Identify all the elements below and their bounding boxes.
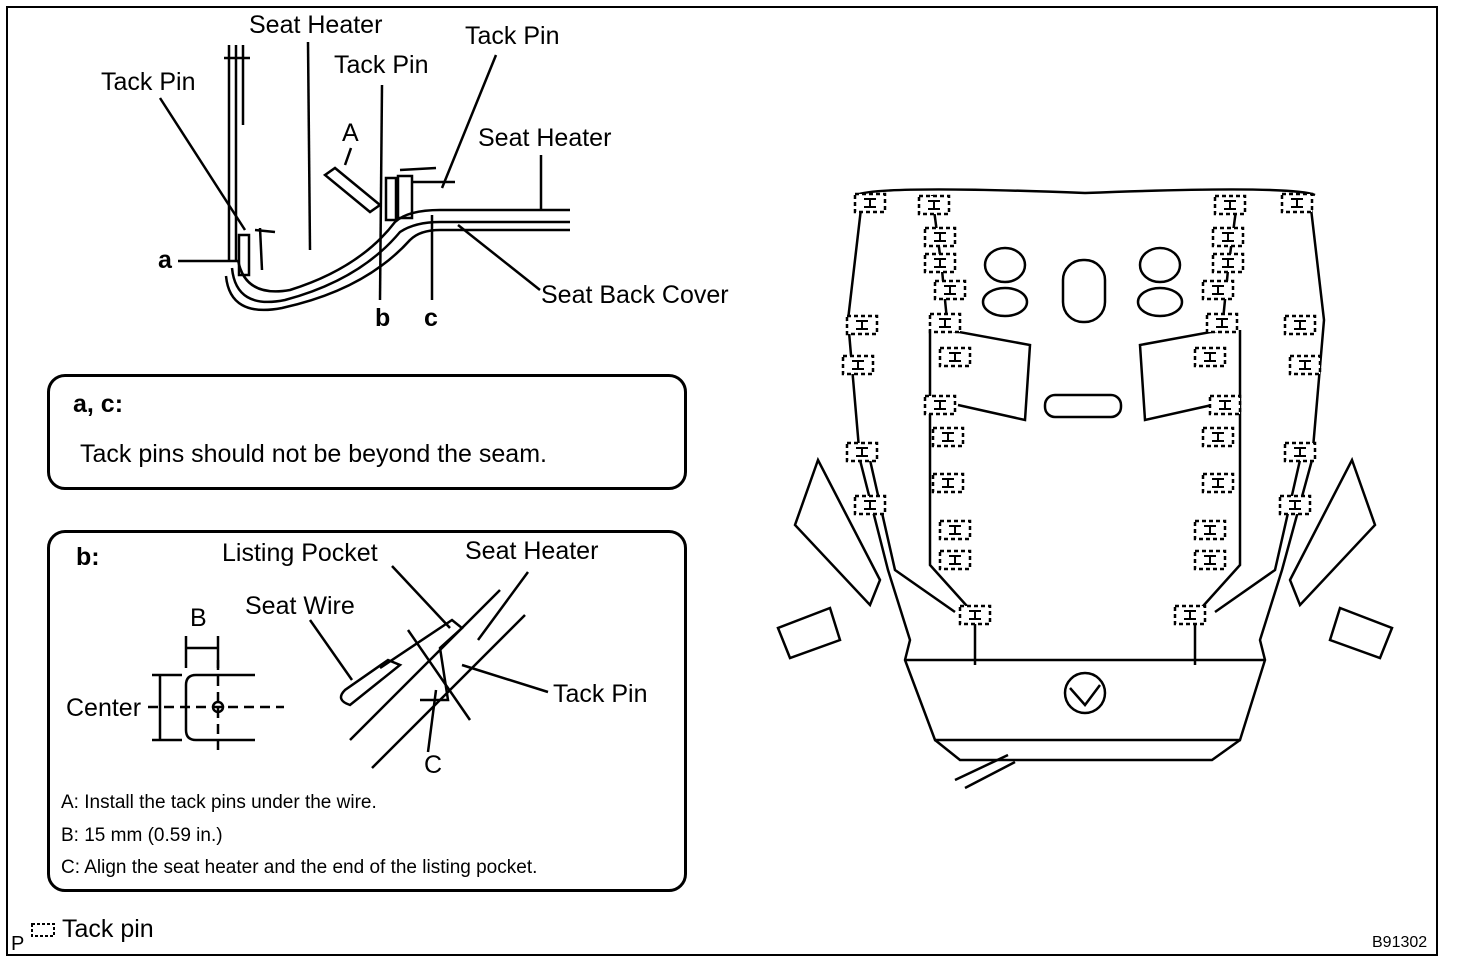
label-letter-a: a (158, 246, 172, 274)
label-letter-B: B (190, 604, 207, 632)
label-seat-heater-b: Seat Heater (465, 537, 599, 565)
label-listing-pocket: Listing Pocket (222, 539, 378, 567)
label-tack-pin-left: Tack Pin (101, 68, 196, 96)
label-seat-heater-top: Seat Heater (249, 11, 383, 39)
legend-prefix: P (11, 933, 25, 955)
listing-pocket-detail (148, 565, 549, 769)
box-b-heading: b: (76, 543, 100, 571)
label-letter-c: c (424, 304, 438, 332)
note-B: B: 15 mm (0.59 in.) (61, 825, 223, 846)
label-letter-C: C (424, 751, 443, 779)
box-ac-heading: a, c: (73, 390, 124, 418)
label-tack-pin-center: Tack Pin (334, 51, 429, 79)
label-center: Center (66, 694, 142, 722)
seat-back-diagram (776, 188, 1394, 790)
legend-text: Tack pin (62, 915, 154, 943)
label-seat-wire: Seat Wire (245, 592, 355, 620)
cross-section-diagram (158, 41, 570, 312)
note-C: C: Align the seat heater and the end of … (61, 857, 538, 878)
label-seat-back-cover: Seat Back Cover (541, 281, 729, 309)
label-tack-pin-b: Tack Pin (553, 680, 648, 708)
tack-pin-markers (841, 192, 1322, 626)
label-letter-A: A (342, 119, 359, 147)
figure-code: B91302 (1372, 934, 1428, 951)
box-ac-text: Tack pins should not be beyond the seam. (80, 440, 547, 468)
note-A: A: Install the tack pins under the wire. (61, 792, 377, 813)
note-box-b (47, 530, 687, 892)
figure-frame (6, 6, 1438, 956)
note-box-ac (47, 374, 687, 490)
legend-tack-pin-symbol (31, 923, 55, 937)
label-tack-pin-top-right: Tack Pin (465, 22, 560, 50)
label-seat-heater-right: Seat Heater (478, 124, 612, 152)
label-letter-b: b (375, 304, 391, 332)
